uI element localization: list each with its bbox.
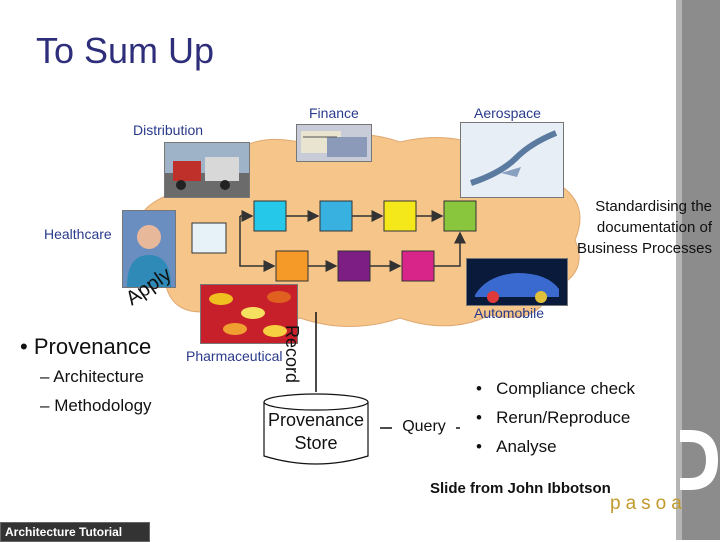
- sub-bullet-architecture: – Architecture: [40, 367, 144, 387]
- sub-bullet-methodology: – Methodology: [40, 396, 152, 416]
- label-aerospace: Aerospace: [474, 105, 541, 121]
- process-box-purple: [337, 250, 371, 282]
- label-pharmaceutical: Pharmaceutical: [186, 348, 283, 364]
- process-box-green: [443, 200, 477, 232]
- distribution-image: [164, 142, 250, 198]
- finance-image: [296, 124, 372, 162]
- process-box-yellow: [383, 200, 417, 232]
- sub-text-methodology: Methodology: [54, 396, 152, 415]
- pasoa-logo-shape: [680, 430, 720, 490]
- process-box-cyan: [253, 200, 287, 232]
- label-finance: Finance: [309, 105, 359, 121]
- pharmaceutical-image: [200, 284, 298, 344]
- label-healthcare: Healthcare: [44, 226, 112, 242]
- bullet-dot: •: [20, 334, 34, 359]
- record-label: Record: [282, 325, 302, 384]
- dash: –: [40, 367, 54, 386]
- right-bullet-text-1: Compliance check: [496, 379, 636, 398]
- aerospace-image: [460, 122, 564, 198]
- sub-text-architecture: Architecture: [53, 367, 144, 386]
- label-distribution: Distribution: [133, 122, 204, 138]
- process-box-pink: [401, 250, 435, 282]
- provenance-text: Provenance: [33, 334, 152, 359]
- process-box-blue: [319, 200, 353, 232]
- right-bullet-3: • Analyse: [476, 437, 557, 456]
- process-box-orange: [275, 250, 309, 282]
- store-label-2: Store: [294, 433, 338, 453]
- credit-text: Slide from John Ibbotson: [430, 480, 611, 497]
- right-bullet-1: • Compliance check: [476, 379, 636, 398]
- process-flow: [191, 200, 477, 282]
- query-label: Query: [402, 418, 446, 435]
- label-automobile: Automobile: [474, 305, 545, 321]
- store-label-1: Provenance: [267, 410, 365, 430]
- provenance-bullet: • Provenance: [20, 334, 151, 360]
- standardising-text: Standardising the documentation of Busin…: [576, 198, 712, 257]
- automobile-image: [466, 258, 568, 306]
- provenance-store-cylinder: [263, 393, 369, 465]
- footer-bar: Architecture Tutorial: [0, 522, 150, 542]
- dash: –: [40, 396, 55, 415]
- query-box: Query: [392, 410, 456, 444]
- slide-title: To Sum Up: [36, 30, 215, 71]
- pasoa-logo-text: pasoa: [610, 493, 687, 514]
- right-bullets: • Compliance check • Rerun/Reproduce • A…: [476, 374, 635, 461]
- process-box-white: [191, 222, 227, 254]
- right-bullet-text-2: Rerun/Reproduce: [496, 408, 631, 427]
- healthcare-image: [122, 210, 176, 288]
- footer-text: Architecture Tutorial: [5, 525, 123, 539]
- right-bullet-text-3: Analyse: [496, 437, 557, 456]
- right-bullet-2: • Rerun/Reproduce: [476, 408, 631, 427]
- right-decor-bar-light: [676, 0, 682, 540]
